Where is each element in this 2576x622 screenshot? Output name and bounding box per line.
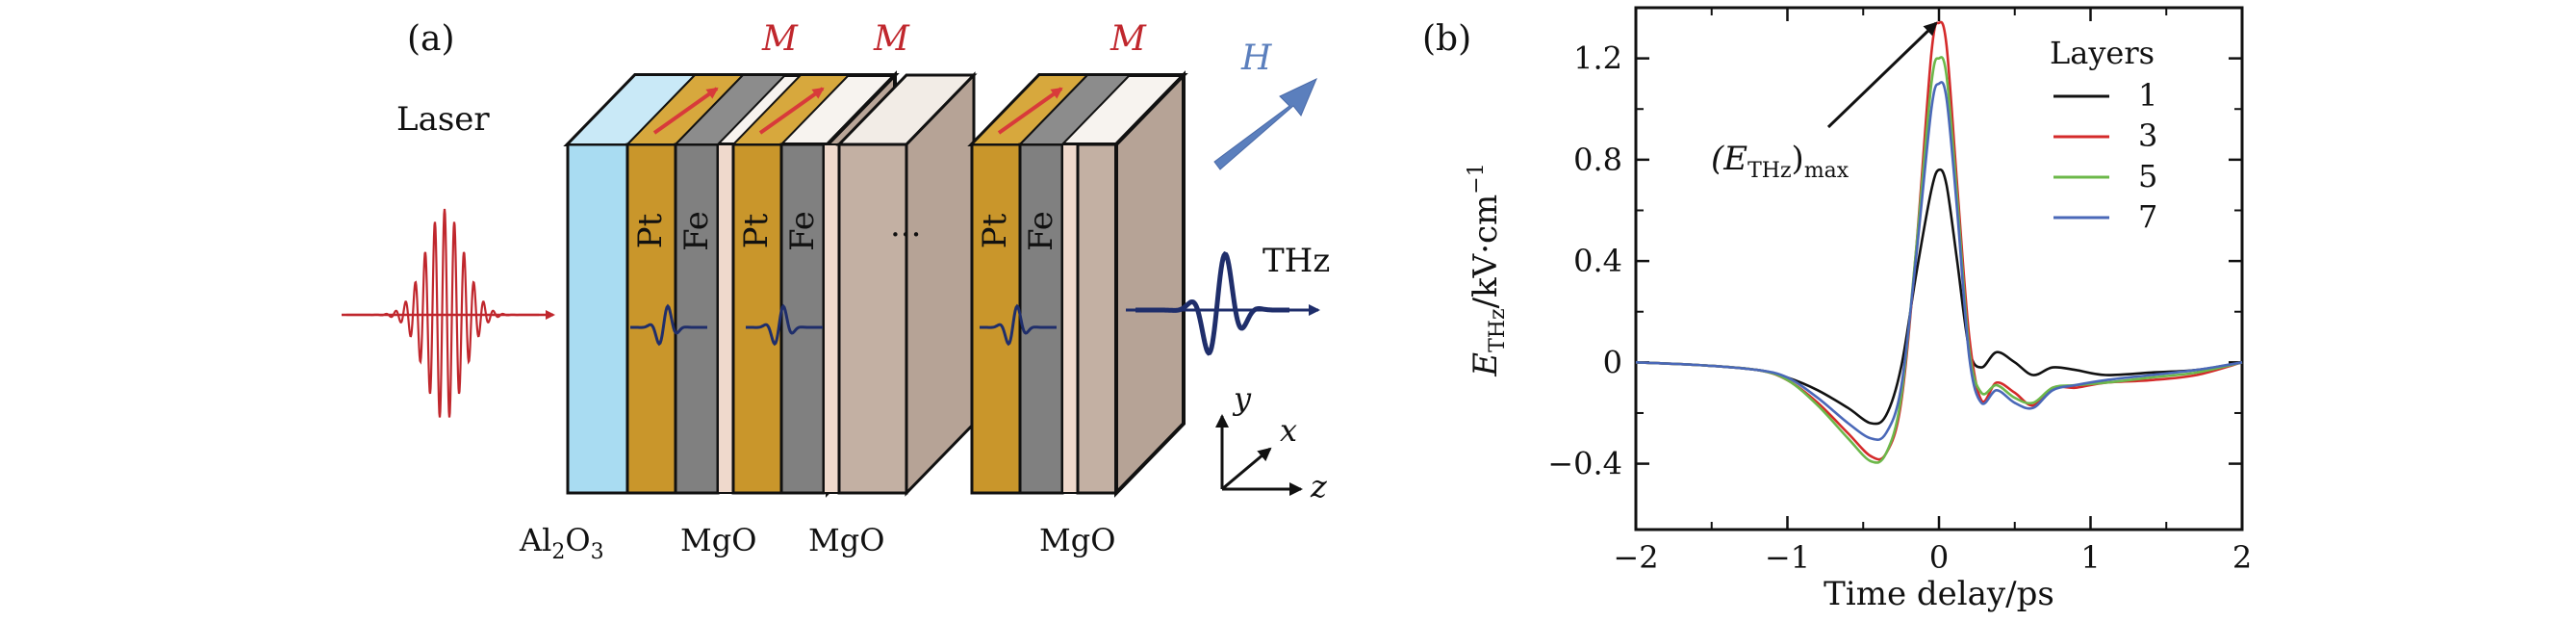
- mgo-label-2: MgO: [808, 522, 884, 558]
- x-tick-label-1: −1: [1765, 539, 1810, 576]
- fe-label-2: Fe: [783, 211, 822, 251]
- x-tick-label-3: 1: [2080, 539, 2100, 576]
- back-block-1-side: [905, 71, 976, 497]
- thz-wavelet-2: [746, 303, 823, 347]
- h-label: H: [1240, 39, 1272, 78]
- thz-wavelet-3: [980, 303, 1057, 347]
- mgo-label-3: MgO: [1039, 522, 1115, 558]
- x-tick-label-2: 0: [1929, 539, 1949, 576]
- x-tick-label-4: 2: [2232, 539, 2252, 576]
- pt-label-2: Pt: [737, 213, 776, 248]
- m-arrow-1: [652, 87, 719, 135]
- thz-wavelet-1: [630, 303, 707, 347]
- annotation-label: (ETHz)max: [1711, 140, 1849, 183]
- axis-z-label: z: [1310, 468, 1328, 505]
- pt-label-3: Pt: [976, 213, 1014, 248]
- series-line-1: [1635, 168, 2243, 426]
- fe-top-1: [673, 74, 788, 145]
- stack2-side-face: [1114, 70, 1186, 498]
- legend-label-1: 1: [2138, 77, 2157, 114]
- back-block-1: [837, 143, 908, 495]
- mgo-label-1: MgO: [680, 522, 756, 558]
- axis-x-label: x: [1280, 412, 1297, 449]
- m-label-1: M: [761, 19, 799, 59]
- legend-title: Layers: [2050, 35, 2155, 71]
- legend-label-7: 7: [2138, 198, 2157, 235]
- fe-label-1: Fe: [677, 211, 716, 251]
- thz-label: THz: [1262, 242, 1330, 280]
- plot-legend: Layers 13 5 7: [2050, 35, 2157, 235]
- sapphire-substrate: [566, 143, 629, 495]
- legend-label-3: 3: [2138, 117, 2157, 154]
- y-tick-label-1: 0: [1603, 344, 1622, 380]
- thz-pulse: [1135, 250, 1289, 356]
- m-label-3: M: [1109, 19, 1147, 59]
- y-axis-label: ETHz/kV·cm−1: [1465, 163, 1510, 376]
- mgo-layer-1: [717, 143, 734, 494]
- panel-a: (a) Laser Pt Fe Pt Fe M M .: [342, 19, 1330, 564]
- plot-series: [1635, 20, 2243, 464]
- back-block-2: [1076, 143, 1118, 495]
- m-arrow-3: [997, 87, 1063, 135]
- x-axis-label: Time delay/ps: [1824, 575, 2054, 613]
- laser-pulse: [346, 208, 539, 418]
- y-tick-label-4: 1.2: [1573, 40, 1622, 77]
- h-field-arrow: [1213, 77, 1317, 170]
- ellipsis-text: ...: [890, 206, 921, 245]
- fe-top-3: [1017, 74, 1133, 145]
- pt-layer-2: [731, 143, 783, 495]
- panel-a-label: (a): [407, 19, 455, 59]
- panel-b-label: (b): [1422, 19, 1471, 59]
- y-tick-label-2: 0.4: [1573, 243, 1622, 279]
- legend-label-5: 5: [2138, 158, 2157, 194]
- mgo-layer-3: [1061, 143, 1079, 494]
- pt-label-1: Pt: [631, 213, 670, 248]
- fe-layer-1: [674, 143, 720, 495]
- coordinate-axes: [1215, 414, 1303, 496]
- y-tick-label-0: −0.4: [1547, 446, 1622, 482]
- fe-layer-3: [1018, 143, 1064, 495]
- axis-y-label: y: [1232, 380, 1252, 417]
- x-tick-label-0: −2: [1613, 539, 1658, 576]
- plot-ticks: −2 −1 0 1 2 −0.4 0 0.4 0.8 1.2: [1547, 8, 2252, 576]
- m-arrow-2: [758, 87, 825, 135]
- y-tick-label-3: 0.8: [1573, 142, 1622, 178]
- series-line-7: [1635, 81, 2243, 441]
- laser-label: Laser: [396, 100, 490, 139]
- pt-layer-1: [625, 143, 677, 495]
- fe-label-3: Fe: [1022, 211, 1060, 251]
- substrate-label: Al2O3: [519, 522, 604, 564]
- mgo-layer-2: [823, 143, 840, 494]
- m-label-2: M: [873, 19, 910, 59]
- annotation-arrow: [1826, 21, 1938, 129]
